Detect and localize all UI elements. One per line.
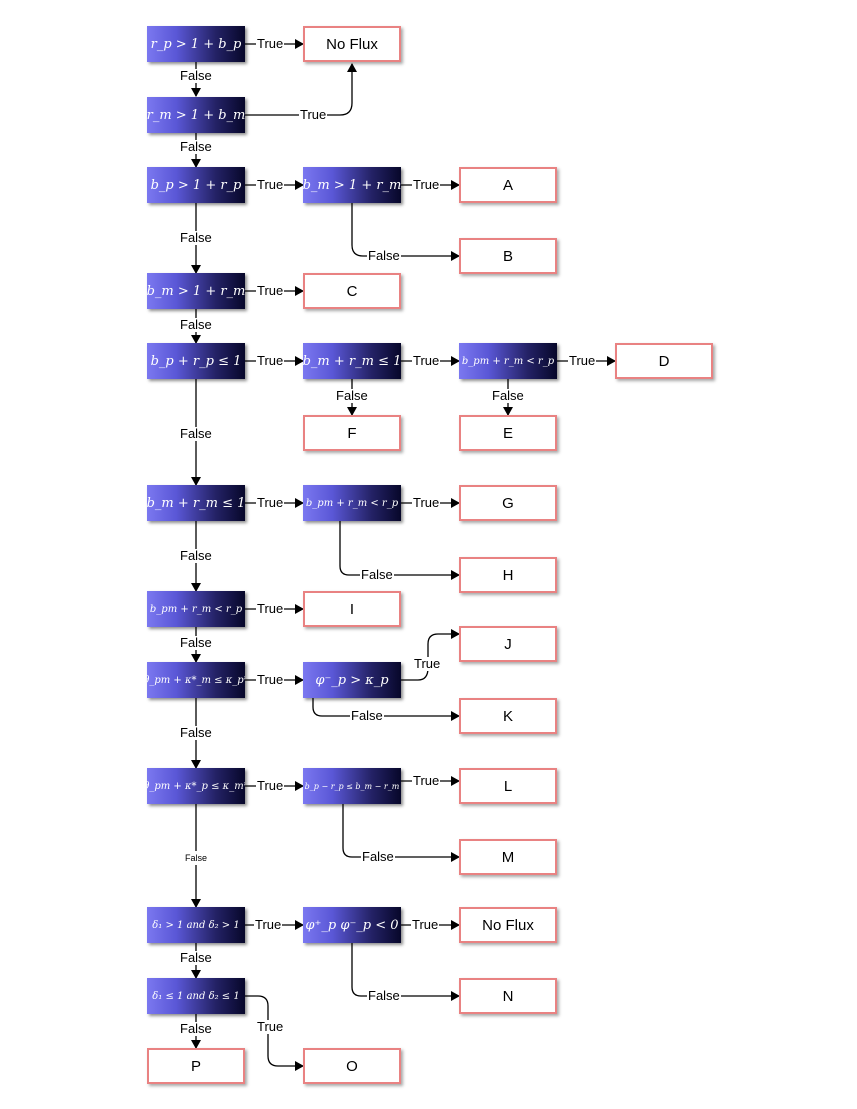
- condition-bp-gt-1-plus-rp: b_p > 1 + r_p: [147, 167, 245, 203]
- outcome-o: O: [303, 1048, 401, 1084]
- outcome-p: P: [147, 1048, 245, 1084]
- condition-bm-plus-rm-le-1-a: b_m + r_m ≤ 1: [303, 343, 401, 379]
- label-true-c11: True: [256, 601, 285, 616]
- label-false-c10: False: [360, 567, 394, 582]
- label-false-c8: False: [491, 388, 525, 403]
- label-false-c5: False: [179, 317, 213, 332]
- outcome-c: C: [303, 273, 401, 309]
- label-true-c3: True: [256, 177, 285, 192]
- outcome-e: E: [459, 415, 557, 451]
- condition-bpm-plus-rm-lt-rp-c: b_pm + r_m < r_p: [147, 591, 245, 627]
- label-true-c14: True: [256, 778, 285, 793]
- label-true-c1: True: [256, 36, 285, 51]
- label-false-c17: False: [367, 988, 401, 1003]
- label-false-c9: False: [179, 548, 213, 563]
- edge-c13-false: [312, 698, 460, 721]
- edge-c10-false: [339, 521, 460, 580]
- label-false-c3: False: [179, 230, 213, 245]
- outcome-a: A: [459, 167, 557, 203]
- outcome-no-flux-bottom: No Flux: [459, 907, 557, 943]
- edge-c2-true: [245, 63, 357, 116]
- label-false-c6: False: [179, 426, 213, 441]
- label-true-c5: True: [256, 283, 285, 298]
- label-true-c2: True: [299, 107, 328, 122]
- label-true-c10: True: [412, 495, 441, 510]
- outcome-j: J: [459, 626, 557, 662]
- label-true-c16: True: [254, 917, 283, 932]
- condition-bpm-plus-rm-lt-rp-a: b_pm + r_m < r_p: [459, 343, 557, 379]
- condition-bp-plus-rp-le-1: b_p + r_p ≤ 1: [147, 343, 245, 379]
- label-true-c6: True: [256, 353, 285, 368]
- condition-delta-le-1: δ₁ ≤ 1 and δ₂ ≤ 1: [147, 978, 245, 1014]
- outcome-d: D: [615, 343, 713, 379]
- label-true-c18: True: [256, 1019, 285, 1034]
- condition-bpm-plus-rm-lt-rp-b: b_pm + r_m < r_p: [303, 485, 401, 521]
- outcome-f: F: [303, 415, 401, 451]
- outcome-l: L: [459, 768, 557, 804]
- label-false-c14: False: [184, 851, 209, 865]
- outcome-g: G: [459, 485, 557, 521]
- outcome-b: B: [459, 238, 557, 274]
- label-false-c2: False: [179, 139, 213, 154]
- label-true-c12: True: [256, 672, 285, 687]
- edge-c17-false: [351, 943, 460, 1001]
- label-false-c1: False: [179, 68, 213, 83]
- condition-bm-gt-1-plus-rm-c: b_m > 1 + r_m: [147, 273, 245, 309]
- condition-bm-gt-1-plus-rm-a: b_m > 1 + r_m: [303, 167, 401, 203]
- label-false-c13: False: [350, 708, 384, 723]
- label-false-c12: False: [179, 725, 213, 740]
- condition-phi-product-lt-0: φ⁺_p φ⁻_p < 0: [303, 907, 401, 943]
- label-false-c15: False: [361, 849, 395, 864]
- edge-c15-false: [342, 804, 460, 862]
- outcome-n: N: [459, 978, 557, 1014]
- label-false-c16: False: [179, 950, 213, 965]
- label-false-c7: False: [335, 388, 369, 403]
- label-true-c13: True: [413, 656, 442, 671]
- edge-c4-false: [351, 203, 460, 261]
- label-true-c4: True: [412, 177, 441, 192]
- condition-bm-plus-rm-le-1-b: b_m + r_m ≤ 1: [147, 485, 245, 521]
- condition-delta-gt-1: δ₁ > 1 and δ₂ > 1: [147, 907, 245, 943]
- condition-rp-gt-1-plus-bp: r_p > 1 + b_p: [147, 26, 245, 62]
- label-true-c8: True: [568, 353, 597, 368]
- label-true-c17: True: [411, 917, 440, 932]
- condition-rm-gt-1-plus-bm: r_m > 1 + b_m: [147, 97, 245, 133]
- condition-bp-minus-rp-le-bm-minus-rm: b_p − r_p ≤ b_m − r_m: [303, 768, 401, 804]
- outcome-h: H: [459, 557, 557, 593]
- label-false-c4: False: [367, 248, 401, 263]
- condition-theta-pm-kappa-m: θ_pm + κ*_m ≤ κ_p*: [147, 662, 245, 698]
- label-true-c7: True: [412, 353, 441, 368]
- label-false-c11: False: [179, 635, 213, 650]
- outcome-k: K: [459, 698, 557, 734]
- label-true-c9: True: [256, 495, 285, 510]
- outcome-m: M: [459, 839, 557, 875]
- label-false-c18: False: [179, 1021, 213, 1036]
- label-true-c15: True: [412, 773, 441, 788]
- condition-phi-minus-gt-kappa: φ⁻_p > κ_p: [303, 662, 401, 698]
- condition-theta-pm-kappa-p: θ_pm + κ*_p ≤ κ_m*: [147, 768, 245, 804]
- edge-c13-true: [401, 629, 460, 681]
- outcome-no-flux-top: No Flux: [303, 26, 401, 62]
- outcome-i: I: [303, 591, 401, 627]
